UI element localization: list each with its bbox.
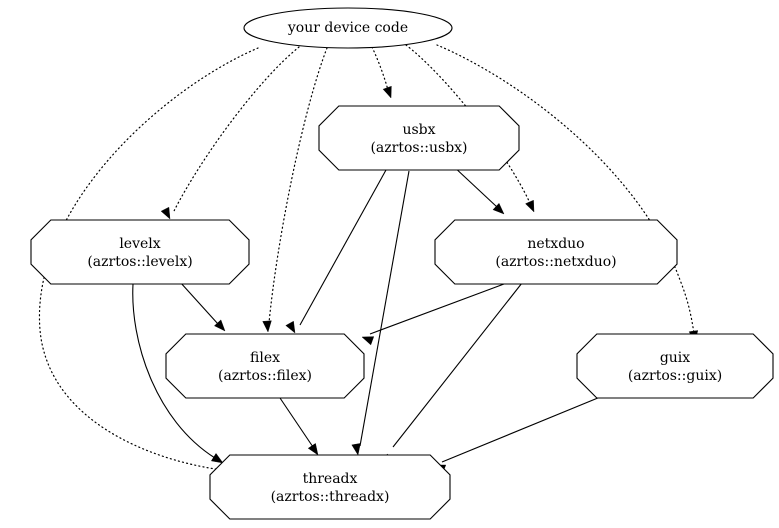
node-filex-shape[interactable] (165, 333, 365, 399)
edge-device-to-guix (436, 44, 699, 343)
node-guix[interactable]: guix(azrtos::guix) (576, 333, 774, 399)
node-device[interactable]: your device code (243, 7, 453, 49)
edge-line (392, 282, 523, 448)
node-threadx[interactable]: threadx(azrtos::threadx) (209, 454, 451, 520)
edge-usbx-to-netxduo (451, 164, 505, 215)
edge-arrowhead (382, 85, 392, 99)
edge-arrowhead (285, 320, 296, 334)
node-usbx[interactable]: usbx(azrtos::usbx) (318, 105, 520, 171)
node-netxduo-shape[interactable] (434, 219, 678, 285)
edge-arrowhead (307, 443, 319, 456)
node-filex[interactable]: filex(azrtos::filex) (165, 333, 365, 399)
edge-line (359, 170, 410, 447)
node-levelx-shape[interactable] (30, 219, 250, 285)
edge-line (436, 44, 695, 334)
node-layer: your device codeusbx(azrtos::usbx)levelx… (30, 7, 774, 520)
node-guix-shape[interactable] (576, 333, 774, 399)
edge-line (173, 46, 300, 212)
edge-device-to-usbx (371, 46, 392, 99)
edge-line (441, 392, 611, 463)
edge-line (371, 46, 389, 91)
edge-arrowhead (214, 319, 226, 332)
edge-arrowhead (160, 206, 171, 220)
edge-line (451, 164, 498, 208)
node-threadx-shape[interactable] (209, 454, 451, 520)
node-levelx[interactable]: levelx(azrtos::levelx) (30, 219, 250, 285)
edge-line (268, 47, 328, 324)
edge-line (369, 283, 505, 335)
node-usbx-shape[interactable] (318, 105, 520, 171)
edge-line (299, 169, 387, 326)
edge-line (179, 281, 219, 325)
node-device-shape[interactable] (243, 7, 453, 49)
edge-arrowhead (525, 199, 535, 213)
node-netxduo[interactable]: netxduo(azrtos::netxduo) (434, 219, 678, 285)
edge-usbx-to-filex (285, 169, 387, 334)
edge-line (279, 397, 314, 448)
edge-line (132, 283, 216, 459)
edge-netxduo-to-filex (361, 283, 505, 346)
edge-guix-to-threadx (433, 392, 611, 474)
edge-arrowhead (262, 320, 272, 333)
edge-usbx-to-threadx (351, 170, 410, 456)
edge-device-to-levelx (160, 46, 300, 220)
edge-arrowhead (351, 443, 361, 456)
edge-arrowhead (210, 453, 224, 464)
edge-levelx-to-threadx (132, 283, 224, 464)
edge-levelx-to-filex (179, 281, 226, 332)
edge-arrowhead (492, 202, 505, 215)
edge-filex-to-threadx (279, 397, 319, 456)
edge-arrowhead (361, 336, 375, 346)
edge-device-to-filex (262, 47, 328, 333)
